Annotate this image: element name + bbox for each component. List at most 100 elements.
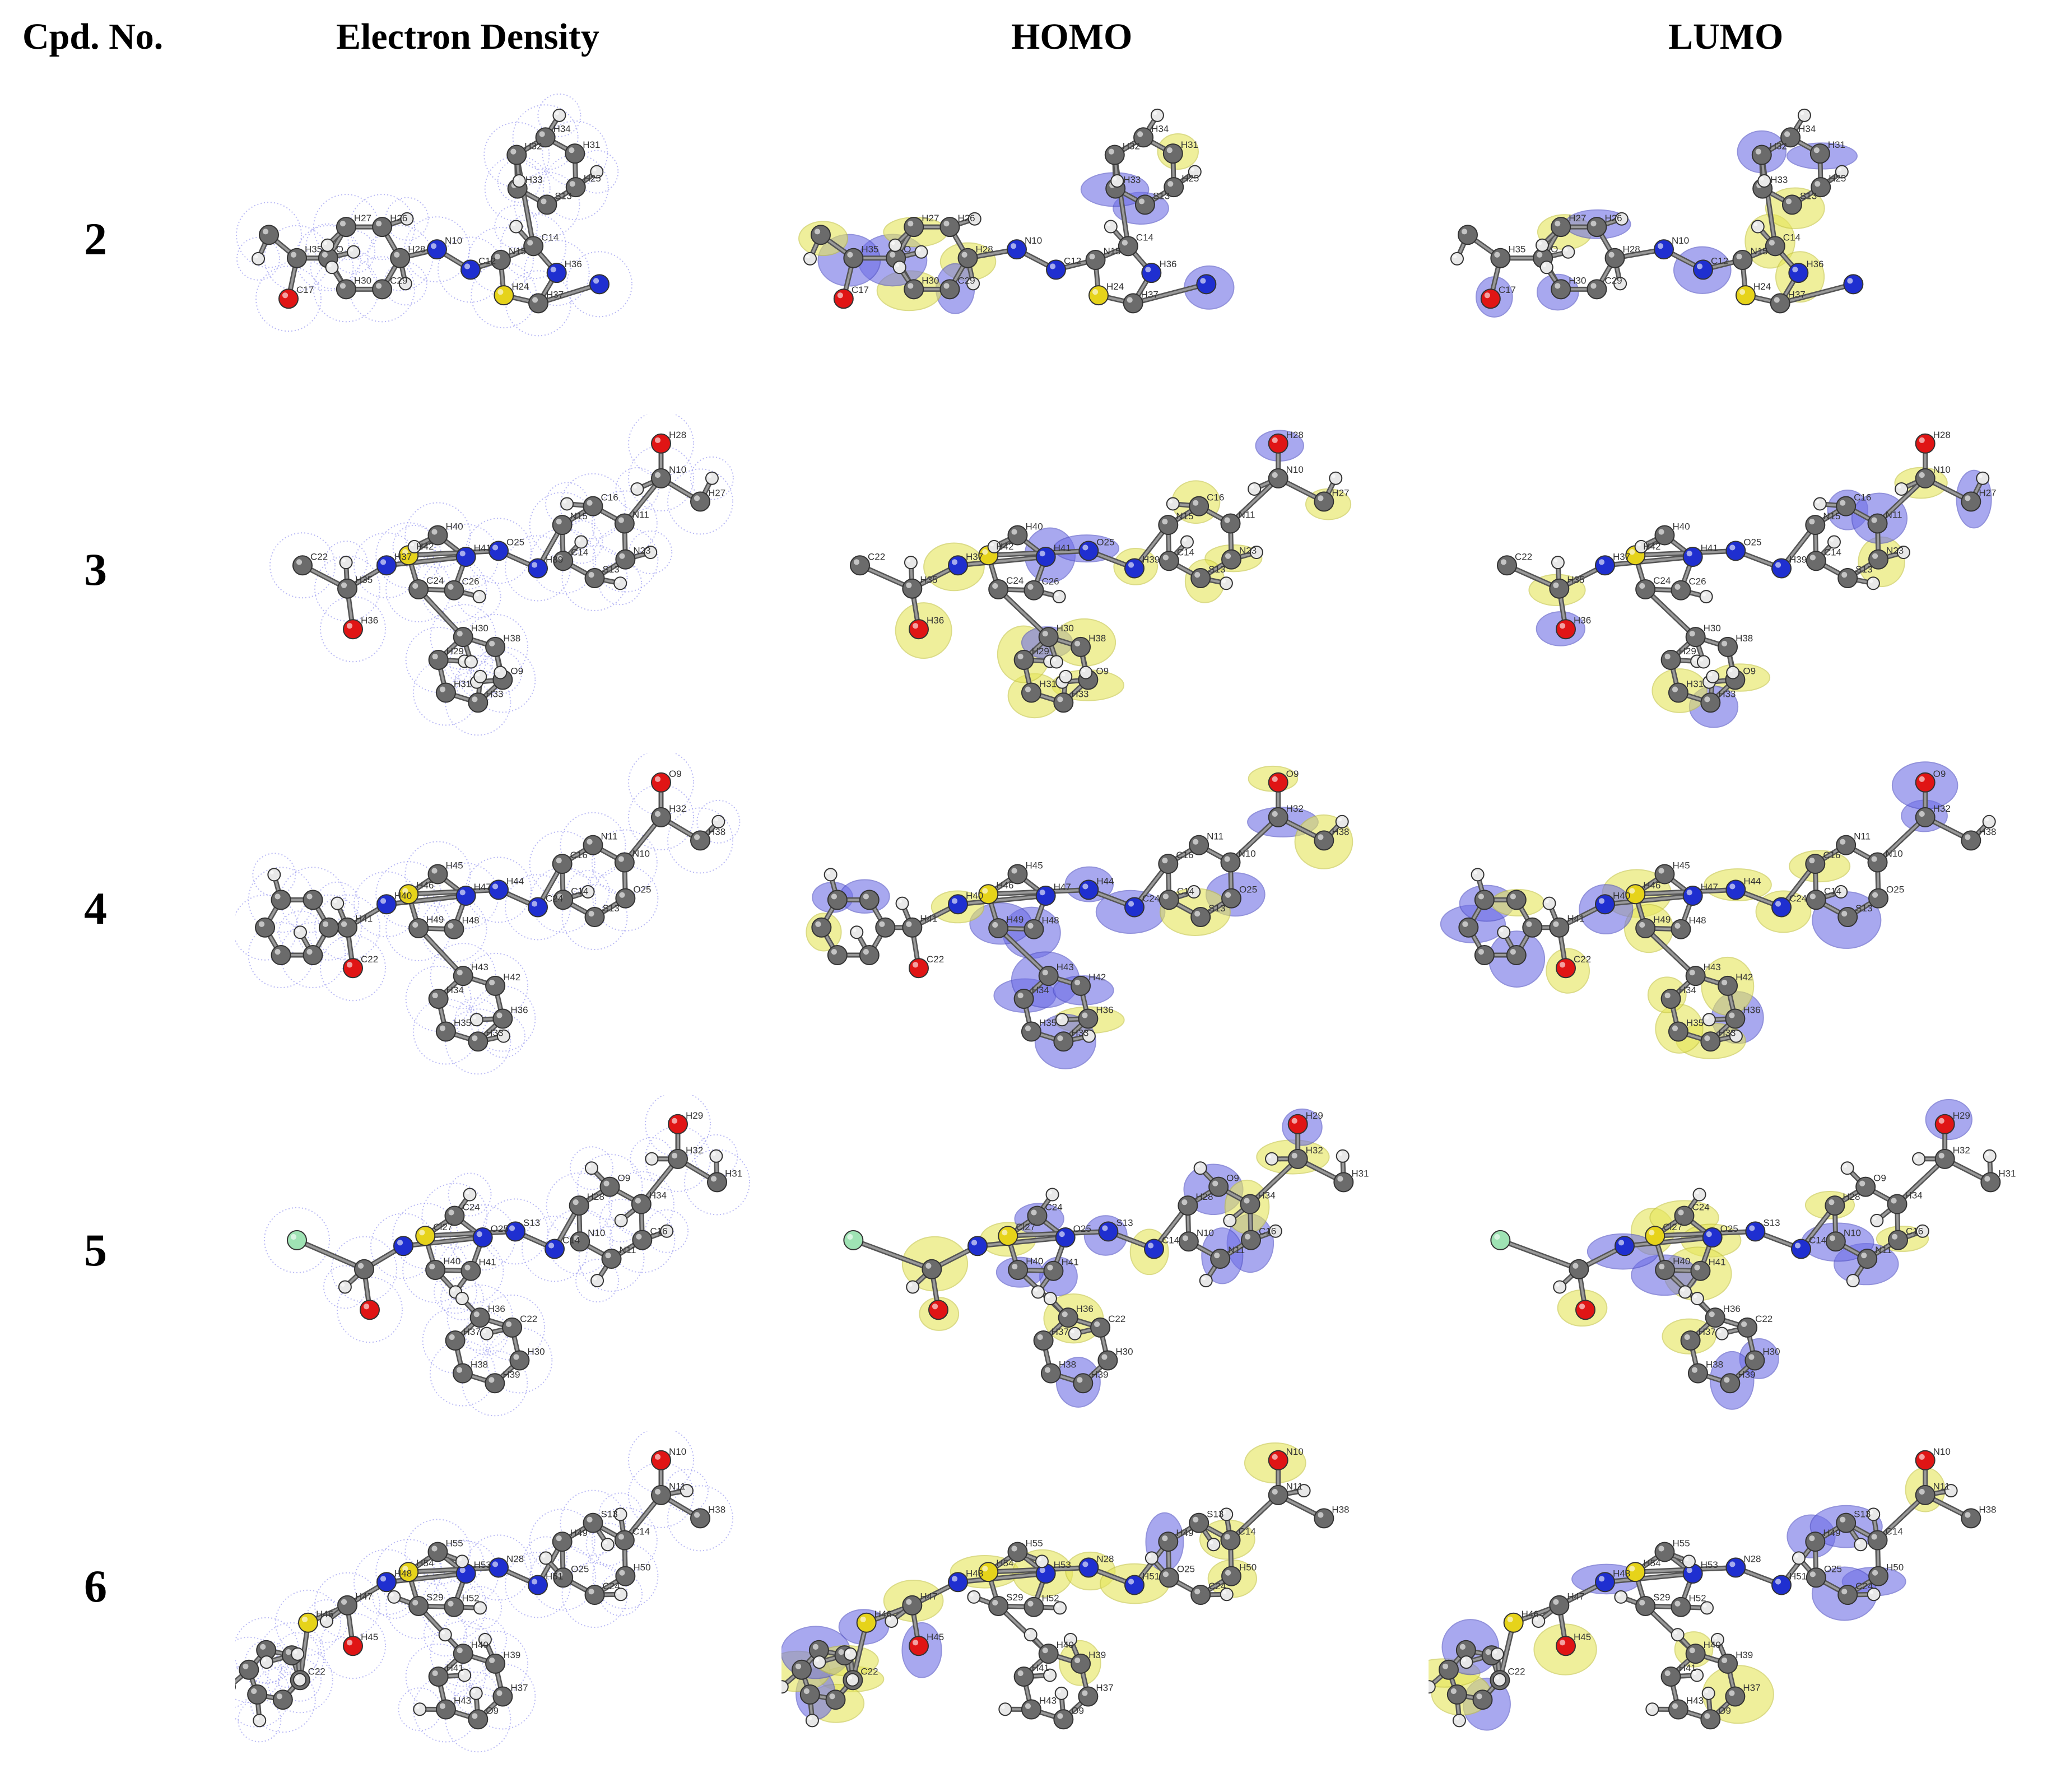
atom-label: H36 (1096, 1004, 1113, 1015)
atom-label: N10 (445, 235, 462, 246)
atom-label: H47 (355, 1591, 373, 1602)
atom-label: H39 (546, 554, 563, 565)
atom-label: H26 (1604, 213, 1622, 224)
atom-label: O25 (1720, 1223, 1738, 1234)
atom-label: H30 (527, 1346, 545, 1357)
atom-label: H28 (1933, 430, 1951, 440)
atom-label: H27 (708, 487, 725, 498)
atom-label: H55 (445, 1538, 463, 1548)
atom-label: C24 (462, 1202, 480, 1212)
atom-label: H37 (546, 289, 564, 300)
atom-label: H44 (506, 876, 524, 886)
atom-label: H45 (927, 1632, 944, 1642)
atom-label: H38 (503, 633, 520, 644)
atom-label: C24 (1855, 1581, 1873, 1591)
atom-label: C22 (308, 1666, 325, 1677)
atom-label: H46 (416, 880, 434, 891)
atom-label: H33 (1770, 175, 1788, 185)
atom-label: H43 (1704, 962, 1721, 972)
atom-label: H34 (553, 123, 571, 134)
atom-label: H31 (1998, 1168, 2016, 1179)
atom-label: H27 (1332, 487, 1349, 498)
atom-label: H49 (1006, 914, 1023, 925)
atom-label: H41 (1567, 914, 1584, 924)
atom-label: C16 (650, 1226, 667, 1237)
atom-label: H38 (1979, 826, 1996, 837)
atom-label: H35 (1508, 244, 1525, 255)
atom-label: C24 (546, 893, 563, 904)
atom-label: H24 (1106, 281, 1124, 292)
atom-label: H41 (920, 914, 937, 924)
atom-label: N10 (669, 464, 686, 475)
homo-structure-svg: Cl27C24O25H41H40S13C14C16N11N10H28O9H34H… (843, 1108, 1369, 1408)
atom-label: H42 (503, 972, 520, 983)
atom-label: S29 (1006, 1592, 1023, 1603)
atom-label: O25 (571, 1563, 589, 1574)
atom-label: O25 (1096, 537, 1114, 547)
atom-label: N10 (1844, 1227, 1861, 1238)
atom-label: H33 (1071, 1027, 1088, 1038)
atom-label: O9 (617, 1173, 630, 1184)
atom-label: H37 (1699, 1326, 1716, 1337)
atom-label: H37 (966, 551, 983, 562)
atom-label: C14 (1239, 1526, 1256, 1537)
lumo-structure-svg: H42H40H41C26C24O25H39N23S13C14N15C16N11N… (1497, 430, 1997, 728)
atom-label: H41 (446, 1663, 464, 1673)
atom-label: H33 (486, 1027, 503, 1038)
atom-label: O25 (506, 537, 524, 547)
atom-label: H35 (305, 244, 322, 255)
atom-label: H38 (708, 826, 725, 837)
atom-label: C24 (1045, 1202, 1062, 1212)
atom-label: H41 (1701, 543, 1718, 553)
atom-label: H46 (874, 1609, 892, 1619)
atom-label: H34 (446, 985, 464, 995)
atom-label: H29 (1679, 646, 1696, 657)
atom-label: H36 (488, 1304, 505, 1314)
atom-label: N28 (506, 1553, 524, 1564)
atom-label: H26 (390, 213, 407, 224)
atom-label: H40 (1704, 1640, 1721, 1650)
header-electron-density: Electron Density (336, 16, 599, 57)
atom-label: C14 (1177, 886, 1194, 896)
atom-label: H35 (1686, 1018, 1704, 1028)
atom-label: H35 (861, 244, 878, 255)
atom-label: H46 (316, 1609, 333, 1619)
density-structure-svg: H46H45H47H48H49H44C24O25S13C14C16N11N10H… (235, 753, 741, 1075)
atom-label: O9 (1071, 1705, 1084, 1716)
atom-label: H38 (1979, 1504, 1996, 1515)
atom-label: H40 (966, 890, 983, 901)
atom-label: H30 (1762, 1346, 1780, 1357)
atom-label: H24 (1753, 281, 1771, 292)
atom-label: H24 (511, 281, 529, 292)
atom-label: H40 (1025, 521, 1043, 532)
atom-label: N11 (601, 831, 617, 842)
atom-label: C22 (520, 1314, 537, 1324)
atom-label: C14 (1783, 232, 1801, 243)
atom-label: N11 (1933, 1481, 1950, 1492)
atom-label: H48 (1613, 1568, 1630, 1579)
atom-label: S13 (601, 1509, 617, 1520)
atom-label: S29 (1653, 1592, 1670, 1603)
atom-label: H43 (1057, 962, 1074, 972)
atom-label: H40 (394, 890, 412, 901)
compound-number: 4 (84, 883, 107, 934)
atom-label: H39 (1088, 1650, 1106, 1660)
atom-label: H25 (584, 173, 601, 184)
atom-label: C29 (1604, 275, 1622, 286)
atom-label: C24 (1692, 1202, 1709, 1212)
atom-label: C24 (1789, 893, 1807, 904)
atom-label: H32 (524, 141, 542, 152)
atom-label: C24 (603, 1581, 620, 1591)
atom-label: C16 (1176, 850, 1193, 860)
atom-label: H27 (922, 213, 939, 224)
atom-label: H54 (1643, 1558, 1660, 1568)
density-structure-svg: H42H40H41C26C24O25H39N23S13C14N15C16N11N… (269, 415, 734, 736)
atom-label: N10 (1933, 464, 1951, 475)
atom-label: H45 (361, 1632, 378, 1642)
atom-label: N11 (669, 1481, 686, 1492)
atom-label: O9 (486, 1705, 499, 1716)
